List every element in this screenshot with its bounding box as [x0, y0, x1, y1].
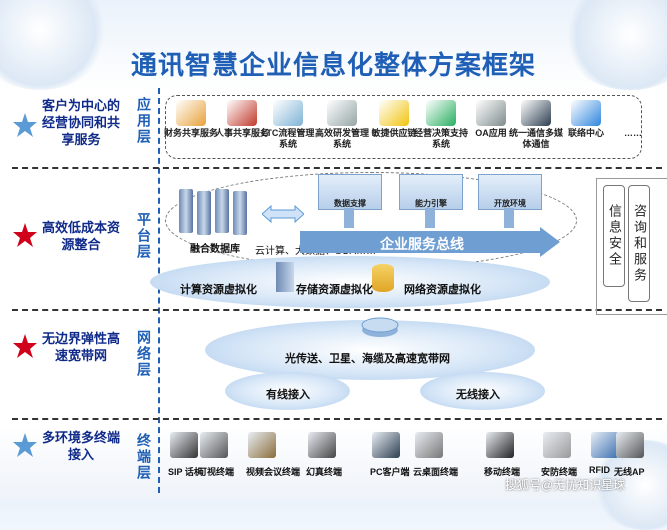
- star-icon-network: [13, 334, 37, 358]
- row-separator-2: [12, 309, 662, 311]
- terminal-label: 可视终端: [198, 467, 235, 477]
- module-capability-engine: 能力引擎: [399, 174, 463, 210]
- app-item: 财务共享服务: [164, 100, 218, 139]
- comm-icon: [521, 100, 551, 126]
- terminal-label: 安防终端: [541, 467, 578, 477]
- network-core-label: 光传送、卫星、海缆及高速宽带网: [285, 353, 450, 365]
- row-label-terminal: 多环境多终端接入: [41, 430, 120, 462]
- row-label-application: 客户为中心的经营协同和共享服务: [41, 98, 120, 147]
- wired-access-label: 有线接入: [266, 389, 310, 401]
- module-pillar-2: [425, 208, 435, 228]
- app-item: 高效研发管理系统: [315, 100, 369, 150]
- app-label: OA应用: [475, 128, 507, 138]
- contact-icon: [571, 100, 601, 126]
- app-label: 财务共享服务: [164, 128, 219, 138]
- compute-icon: [276, 262, 294, 292]
- ltc-icon: [273, 100, 303, 126]
- virt-label-storage: 存储资源虚拟化: [296, 284, 373, 296]
- terminal-icon: [372, 432, 400, 458]
- security-box: 信息安全: [603, 185, 625, 287]
- app-label: 高效研发管理系统: [315, 128, 370, 149]
- terminal-icon: [170, 432, 198, 458]
- layer-label-terminal: 终端层: [136, 433, 152, 481]
- app-label: 经营决策支持系统: [414, 128, 469, 149]
- app-label: ……: [624, 128, 642, 138]
- terminal-icon: [248, 432, 276, 458]
- terminal-label: 无线AP: [614, 467, 645, 477]
- layer-label-network: 网络层: [136, 330, 152, 378]
- wireless-access-label: 无线接入: [456, 389, 500, 401]
- decision-icon: [426, 100, 456, 126]
- terminal-icon: [591, 432, 619, 458]
- finance-icon: [176, 100, 206, 126]
- terminal-label: RFID: [589, 465, 610, 475]
- virt-label-compute: 计算资源虚拟化: [180, 284, 257, 296]
- row-separator-1: [12, 167, 662, 169]
- service-bus-label: 企业服务总线: [380, 236, 464, 252]
- app-label: LTC流程管理系统: [261, 128, 315, 149]
- terminal-icon: [486, 432, 514, 458]
- terminal-label: SIP 话机: [168, 467, 203, 477]
- row-separator-3: [12, 418, 662, 420]
- row-label-platform: 高效低成本资源整合: [41, 220, 120, 252]
- row-label-network: 无边界弹性高速宽带网: [41, 331, 120, 363]
- terminal-label: 视频会议终端: [246, 467, 301, 477]
- module-pillar-3: [504, 208, 514, 228]
- database-cluster: [175, 185, 255, 240]
- terminal-icon: [543, 432, 571, 458]
- terminal-icon: [200, 432, 228, 458]
- terminal-label: 移动终端: [484, 467, 521, 477]
- consulting-box: 咨询和服务: [628, 185, 650, 302]
- star-icon-terminal: [13, 433, 37, 457]
- layer-label-platform: 平台层: [136, 212, 152, 260]
- virt-label-network: 网络资源虚拟化: [404, 284, 481, 296]
- module-data-support: 数据支撑: [318, 174, 382, 210]
- terminal-icon: [415, 432, 443, 458]
- app-item: OA应用: [464, 100, 518, 139]
- terminal-icon: [616, 432, 644, 458]
- app-item: ……: [606, 100, 660, 139]
- router-icon: [361, 317, 399, 337]
- app-label: 人事共享服务: [215, 128, 270, 138]
- star-icon-application: [13, 113, 37, 137]
- layer-divider-vertical: [158, 88, 160, 493]
- page-title: 通讯智慧企业信息化整体方案框架: [130, 50, 536, 80]
- network-cloud-wired: [225, 372, 350, 410]
- app-item: 联络中心: [559, 100, 613, 139]
- rnd-icon: [327, 100, 357, 126]
- app-label: 敏捷供应链: [371, 128, 417, 138]
- side-bracket: [596, 178, 667, 315]
- database-label: 融合数据库: [190, 244, 240, 255]
- app-label: 联络中心: [567, 128, 604, 138]
- virtualization-cloud: [150, 256, 550, 308]
- app-item: 经营决策支持系统: [414, 100, 468, 150]
- network-cloud-wireless: [420, 372, 545, 410]
- storage-icon: [372, 264, 394, 292]
- star-icon-platform: [13, 223, 37, 247]
- hr-icon: [227, 100, 257, 126]
- app-item: 统一通信多媒体通信: [509, 100, 563, 150]
- app-item: 人事共享服务: [215, 100, 269, 139]
- module-pillar-1: [344, 208, 354, 228]
- app-item: 敏捷供应链: [367, 100, 421, 139]
- module-open-environment: 开放环境: [478, 174, 542, 210]
- terminal-icon: [308, 432, 336, 458]
- application-layer-box: [165, 95, 642, 159]
- app-item: LTC流程管理系统: [261, 100, 315, 150]
- app-label: 统一通信多媒体通信: [509, 128, 564, 149]
- oa-icon: [476, 100, 506, 126]
- terminal-label: 幻真终端: [306, 467, 343, 477]
- service-bus-arrow: [300, 227, 560, 257]
- crane-icon: [379, 100, 409, 126]
- terminal-label: 云桌面终端: [413, 467, 459, 477]
- layer-label-application: 应用层: [136, 97, 152, 145]
- terminal-label: PC客户端: [370, 467, 410, 477]
- double-arrow-icon: [262, 205, 304, 223]
- watermark: 搜狐号@无忧知识星球: [505, 478, 626, 492]
